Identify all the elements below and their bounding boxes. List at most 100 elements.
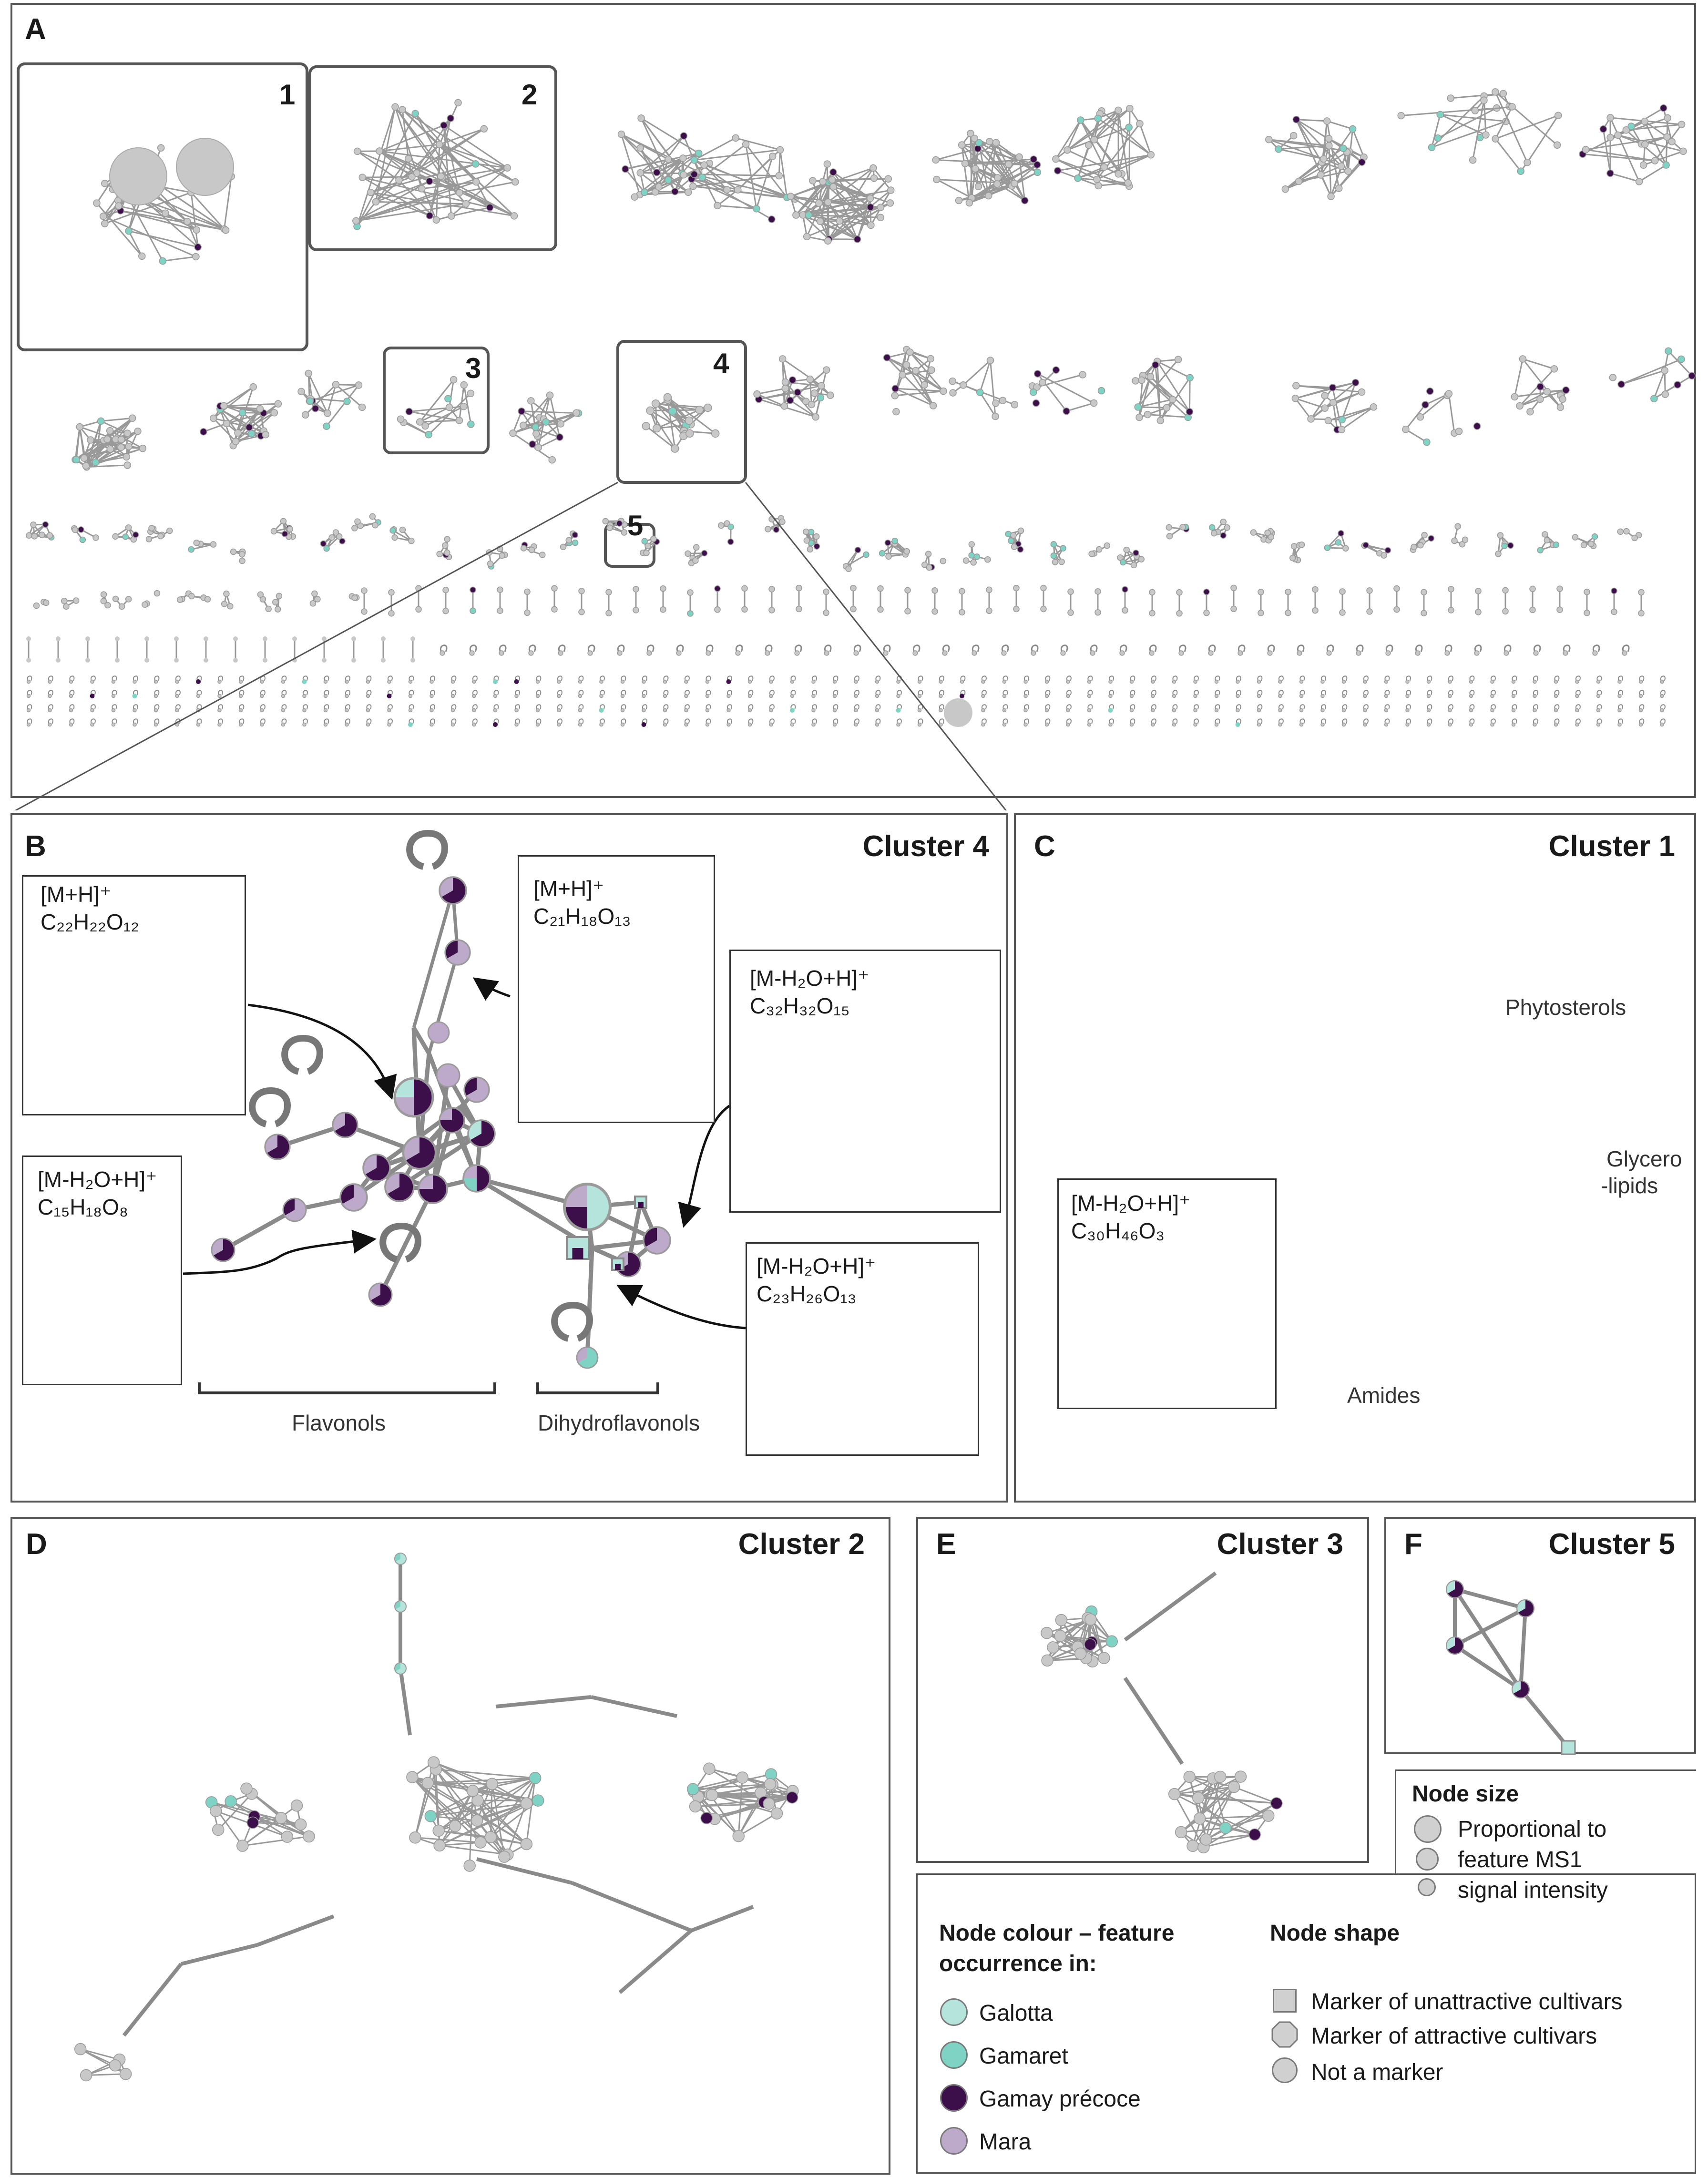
node <box>1193 1812 1206 1825</box>
edge <box>1101 110 1152 155</box>
edge <box>1585 136 1667 151</box>
edge <box>1296 119 1323 163</box>
node <box>822 366 830 374</box>
node <box>467 389 475 398</box>
node <box>959 381 967 389</box>
node <box>119 2067 132 2080</box>
edge <box>1155 365 1161 421</box>
node <box>929 402 937 409</box>
edge <box>75 427 81 460</box>
node <box>1338 426 1346 433</box>
node <box>686 1783 699 1795</box>
node <box>1100 163 1108 171</box>
edge <box>703 164 727 190</box>
edge <box>1067 108 1130 151</box>
node <box>972 165 979 173</box>
node <box>510 212 518 220</box>
node <box>184 217 191 225</box>
edge <box>190 192 199 247</box>
node <box>1499 90 1507 98</box>
edge <box>1080 120 1105 168</box>
node <box>1063 407 1070 415</box>
edge <box>1156 361 1190 412</box>
node <box>1085 141 1093 149</box>
node <box>641 188 648 196</box>
node <box>1517 167 1524 175</box>
node <box>700 1812 713 1824</box>
node <box>1138 376 1145 384</box>
node <box>425 431 432 439</box>
edge <box>1494 106 1513 139</box>
node <box>665 176 672 184</box>
shape-label-attractive: Marker of attractive cultivars <box>1311 2024 1597 2049</box>
edge <box>1665 137 1668 165</box>
edge <box>895 390 944 397</box>
edge <box>961 144 1025 201</box>
edge <box>251 412 275 434</box>
node <box>159 257 167 265</box>
node <box>123 429 131 437</box>
node <box>1662 161 1670 169</box>
node <box>1134 403 1142 411</box>
edge <box>745 143 788 198</box>
edge <box>326 384 359 427</box>
edge <box>237 408 261 434</box>
node <box>818 382 825 389</box>
node-square <box>1561 1740 1576 1755</box>
node <box>975 139 983 147</box>
size-dot-medium <box>1416 1848 1439 1871</box>
edge <box>702 143 747 178</box>
edge <box>128 230 198 248</box>
node <box>529 1772 542 1784</box>
edge <box>745 144 757 209</box>
node <box>1039 378 1046 387</box>
node <box>1079 371 1086 378</box>
edge <box>839 220 858 240</box>
node <box>358 403 366 411</box>
node <box>573 409 580 417</box>
node <box>768 153 777 160</box>
edge <box>356 192 460 222</box>
node <box>262 430 270 439</box>
node <box>949 389 957 397</box>
edge <box>1138 376 1151 418</box>
node <box>466 1785 479 1797</box>
node <box>810 389 818 397</box>
edge <box>1057 154 1151 172</box>
node <box>671 188 679 195</box>
node <box>1627 123 1635 130</box>
node <box>1248 1828 1261 1841</box>
node <box>1606 169 1614 177</box>
node <box>534 443 542 451</box>
node <box>358 174 366 181</box>
edge <box>618 1929 693 1994</box>
node <box>376 147 383 155</box>
node <box>498 1851 511 1863</box>
node <box>518 407 525 415</box>
edge <box>86 464 128 468</box>
node <box>193 226 200 234</box>
node <box>1428 143 1436 151</box>
edge <box>694 174 772 220</box>
edge <box>523 424 560 438</box>
edge <box>690 1905 754 1933</box>
node <box>1321 404 1329 412</box>
edge <box>1330 152 1348 197</box>
node <box>1094 182 1102 190</box>
edge <box>1128 108 1131 186</box>
node <box>421 1777 434 1789</box>
edge <box>428 393 471 435</box>
node <box>391 103 399 111</box>
node <box>902 361 910 369</box>
edge <box>1420 393 1450 418</box>
node <box>306 397 314 405</box>
node <box>256 405 264 413</box>
edge <box>640 172 682 174</box>
node <box>1295 177 1303 185</box>
node <box>1555 112 1562 120</box>
legend-size-title: Node size <box>1412 1781 1519 1807</box>
node <box>1033 168 1042 176</box>
edge <box>163 256 196 262</box>
edge <box>964 142 997 164</box>
edge <box>683 135 700 172</box>
